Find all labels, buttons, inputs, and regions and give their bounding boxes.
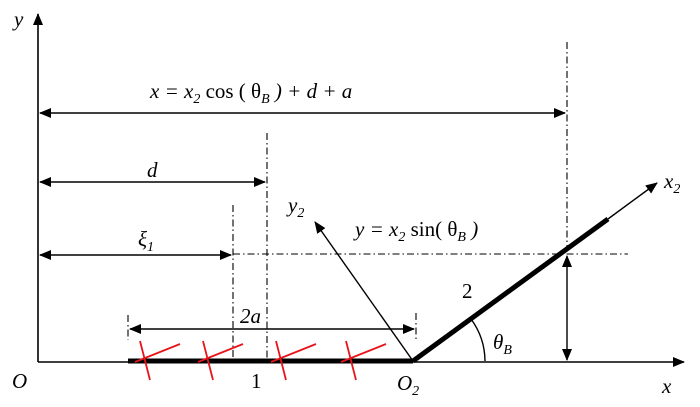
xi1-label: ξ1 — [138, 227, 154, 255]
y2-axis-label: y2 — [286, 193, 304, 221]
x-axis-label: x — [661, 374, 672, 398]
x2-axis-line — [607, 182, 658, 220]
theta-b-label: θB — [493, 330, 512, 358]
x2-axis-label: x2 — [663, 169, 680, 197]
origin-label: O — [12, 369, 27, 393]
y2-axis-line — [314, 221, 414, 362]
y-axis-label: y — [12, 7, 24, 31]
theta-b-arc — [470, 318, 486, 362]
crack-marks — [134, 340, 387, 381]
crack-mark — [270, 340, 317, 381]
2a-label: 2a — [240, 304, 261, 328]
crack-mark — [134, 340, 181, 381]
y-equation: y = x2 sin( θB ) — [353, 217, 478, 245]
beam-segment-2 — [411, 216, 610, 364]
segment-2-label: 2 — [462, 279, 473, 303]
crack-mark — [197, 340, 244, 381]
x-equation: x = x2 cos ( θB ) + d + a — [149, 79, 352, 107]
o2-label: O2 — [397, 371, 419, 399]
segment-1-label: 1 — [251, 369, 262, 393]
crack-mark — [340, 340, 387, 381]
d-label: d — [147, 158, 158, 182]
